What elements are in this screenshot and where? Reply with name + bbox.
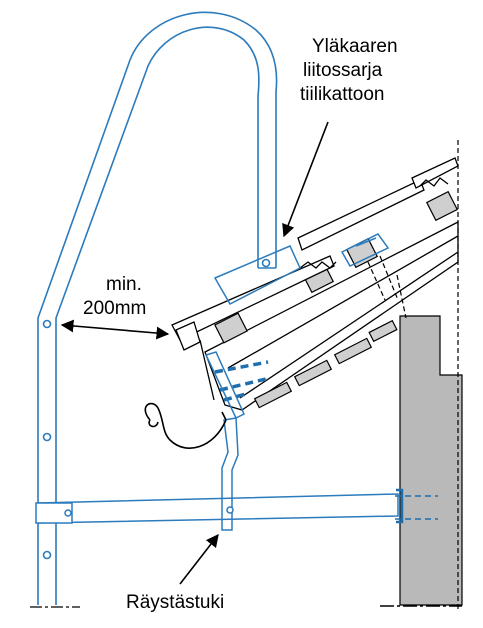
dimension-arrow: [60, 319, 170, 340]
building-wall: [380, 315, 463, 607]
roof-tiles: [171, 157, 459, 401]
stay-bar: [35, 488, 404, 524]
leader-arrow-eave-support: [179, 533, 219, 585]
distance-label: 200mm: [83, 298, 146, 319]
ridge-kit-label-line1: Yläkaaren: [312, 36, 398, 57]
ridge-connector-kit: [213, 233, 390, 305]
eave-support-label: Räystästuki: [126, 592, 224, 613]
ridge-kit-label-line3: tiilikattoon: [300, 84, 385, 105]
ridge-kit-label-line2: liitossarja: [303, 60, 383, 81]
roof-rafter: [204, 220, 459, 411]
ladder-arch: [30, 11, 278, 608]
gutter: [144, 402, 227, 449]
leader-arrow-ridge-kit: [282, 121, 329, 238]
min-label: min.: [106, 274, 142, 295]
eave-bracket: [204, 351, 245, 531]
hidden-lines: [367, 140, 459, 610]
wall-anchor-dashes: [395, 495, 438, 520]
